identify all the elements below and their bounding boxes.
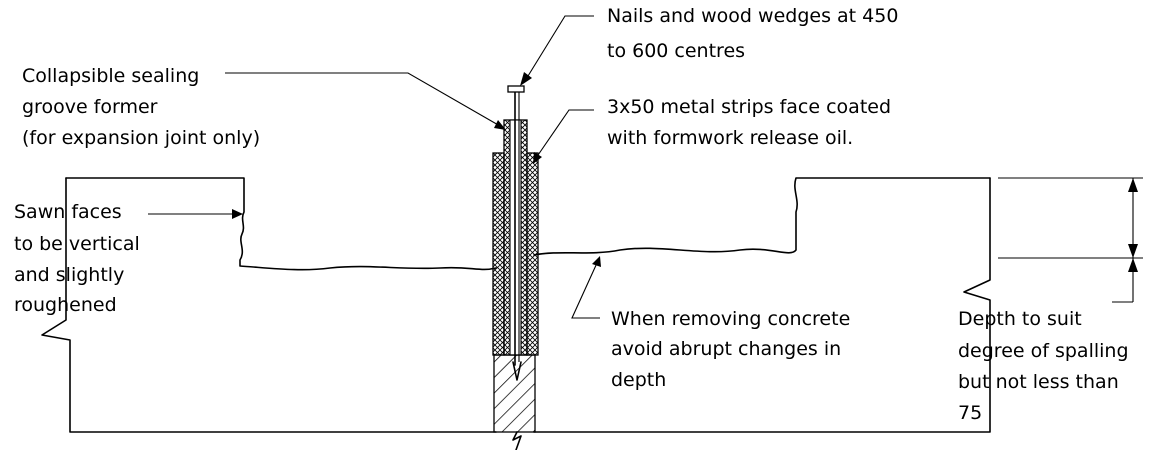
right-slab-edge [533, 177, 991, 433]
groove-leader [225, 72, 501, 127]
sawn-label-line3: and slightly [14, 264, 124, 286]
sawn-label-line1: Sawn faces [14, 201, 122, 223]
left-metal-strip [492, 152, 505, 356]
nails-label-line2: to 600 centres [607, 40, 745, 62]
strips-label-line1: 3x50 metal strips face coated [607, 96, 891, 118]
wood-wedge [493, 354, 536, 433]
dim-arrow-top [1128, 178, 1138, 192]
groove-leader-arrow [494, 120, 506, 130]
nail-head [507, 85, 525, 93]
removing-leader-arrow [592, 256, 601, 267]
left-slab-edge [41, 177, 497, 433]
removing-label-line1: When removing concrete [611, 308, 850, 330]
removing-label-line2: avoid abrupt changes in [611, 338, 841, 360]
groove-label-line2: groove former [22, 96, 158, 118]
groove-label-line1: Collapsible sealing [22, 65, 199, 87]
right-metal-strip [526, 152, 539, 356]
depth-label-line3: but not less than [958, 371, 1119, 393]
depth-label-line2: degree of spalling [958, 340, 1129, 362]
groove-label-line3: (for expansion joint only) [22, 127, 260, 149]
strips-leader-arrow [533, 152, 542, 164]
left-slab-outline [65, 177, 497, 271]
sawn-label-line4: roughened [14, 294, 117, 316]
joint-break-line [512, 431, 522, 450]
depth-label-line4: 75 [958, 402, 982, 424]
nails-leader [527, 15, 594, 77]
strips-label-line2: with formwork release oil. [607, 127, 853, 149]
removing-label-line3: depth [611, 369, 666, 391]
sawn-leader-arrow [232, 209, 243, 219]
dim-arrow-mid [1128, 244, 1138, 258]
removing-leader [571, 262, 600, 319]
sawn-label-line2: to be vertical [14, 233, 140, 255]
nails-label-line1: Nails and wood wedges at 450 [607, 5, 898, 27]
nails-leader-arrow [520, 72, 532, 86]
dim-arrow-lower [1128, 258, 1138, 272]
strips-leader [535, 109, 594, 159]
right-slab-outline [533, 177, 991, 256]
depth-label-line1: Depth to suit [958, 308, 1082, 330]
